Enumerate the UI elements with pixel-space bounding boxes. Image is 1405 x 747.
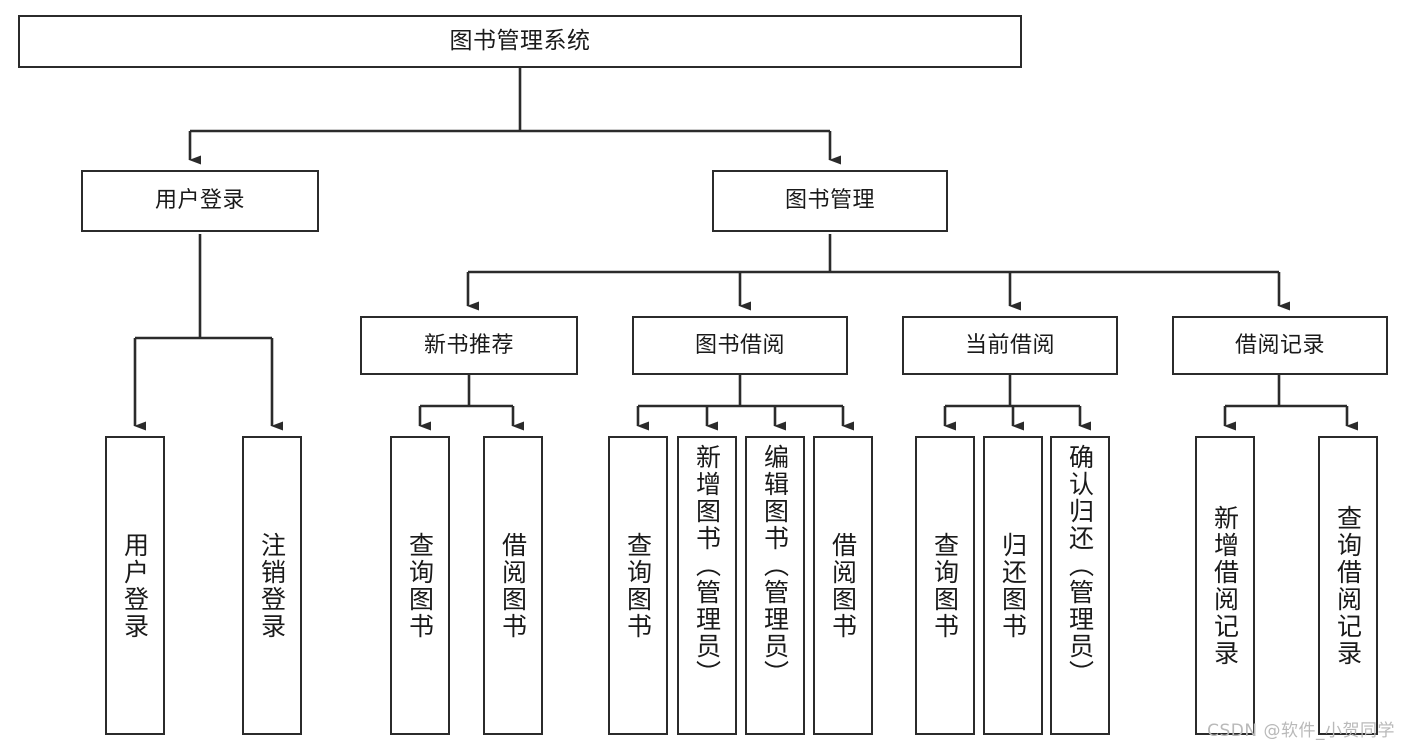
node-leaf-return-book[interactable]: 归还图书: [983, 436, 1043, 735]
node-new-book-recommend[interactable]: 新书推荐: [360, 316, 578, 375]
node-label: 用户登录: [120, 531, 150, 640]
node-label: 注销登录: [257, 531, 287, 640]
node-label: 归还图书: [998, 531, 1028, 640]
node-borrow-record[interactable]: 借阅记录: [1172, 316, 1388, 375]
node-leaf-borrow-book-recommend[interactable]: 借阅图书: [483, 436, 543, 735]
watermark: CSDN @软件_小贺同学: [1207, 721, 1395, 741]
node-leaf-borrow-book[interactable]: 借阅图书: [813, 436, 873, 735]
node-label: 用户登录: [154, 188, 245, 214]
node-label: 图书借阅: [694, 332, 785, 358]
node-label: 图书管理: [784, 188, 875, 214]
node-label: 查询图书: [930, 531, 960, 640]
node-label: 新书推荐: [423, 332, 514, 358]
node-label: 借阅记录: [1234, 332, 1325, 358]
node-leaf-edit-book-admin[interactable]: 编辑图书（管理员）: [745, 436, 805, 735]
node-label: 新增图书（管理员）: [692, 444, 722, 687]
node-leaf-user-login[interactable]: 用户登录: [105, 436, 165, 735]
node-leaf-add-borrow-record[interactable]: 新增借阅记录: [1195, 436, 1255, 735]
node-label: 查询图书: [405, 531, 435, 640]
node-leaf-add-book-admin[interactable]: 新增图书（管理员）: [677, 436, 737, 735]
node-current-borrow[interactable]: 当前借阅: [902, 316, 1118, 375]
node-root-system[interactable]: 图书管理系统: [18, 15, 1022, 68]
node-leaf-query-book-current[interactable]: 查询图书: [915, 436, 975, 735]
node-leaf-query-book-borrow[interactable]: 查询图书: [608, 436, 668, 735]
node-label: 图书管理系统: [449, 27, 591, 54]
node-leaf-query-book-recommend[interactable]: 查询图书: [390, 436, 450, 735]
node-book-borrow[interactable]: 图书借阅: [632, 316, 848, 375]
node-label: 新增借阅记录: [1210, 504, 1240, 667]
node-label: 借阅图书: [828, 531, 858, 640]
node-label: 查询图书: [623, 531, 653, 640]
node-book-management[interactable]: 图书管理: [712, 170, 948, 232]
node-user-login[interactable]: 用户登录: [81, 170, 319, 232]
node-label: 查询借阅记录: [1333, 504, 1363, 667]
node-label: 当前借阅: [964, 332, 1055, 358]
node-leaf-confirm-return-admin[interactable]: 确认归还（管理员）: [1050, 436, 1110, 735]
node-leaf-logout[interactable]: 注销登录: [242, 436, 302, 735]
node-label: 借阅图书: [498, 531, 528, 640]
node-label: 编辑图书（管理员）: [760, 444, 790, 687]
node-label: 确认归还（管理员）: [1065, 444, 1095, 687]
node-leaf-query-borrow-record[interactable]: 查询借阅记录: [1318, 436, 1378, 735]
